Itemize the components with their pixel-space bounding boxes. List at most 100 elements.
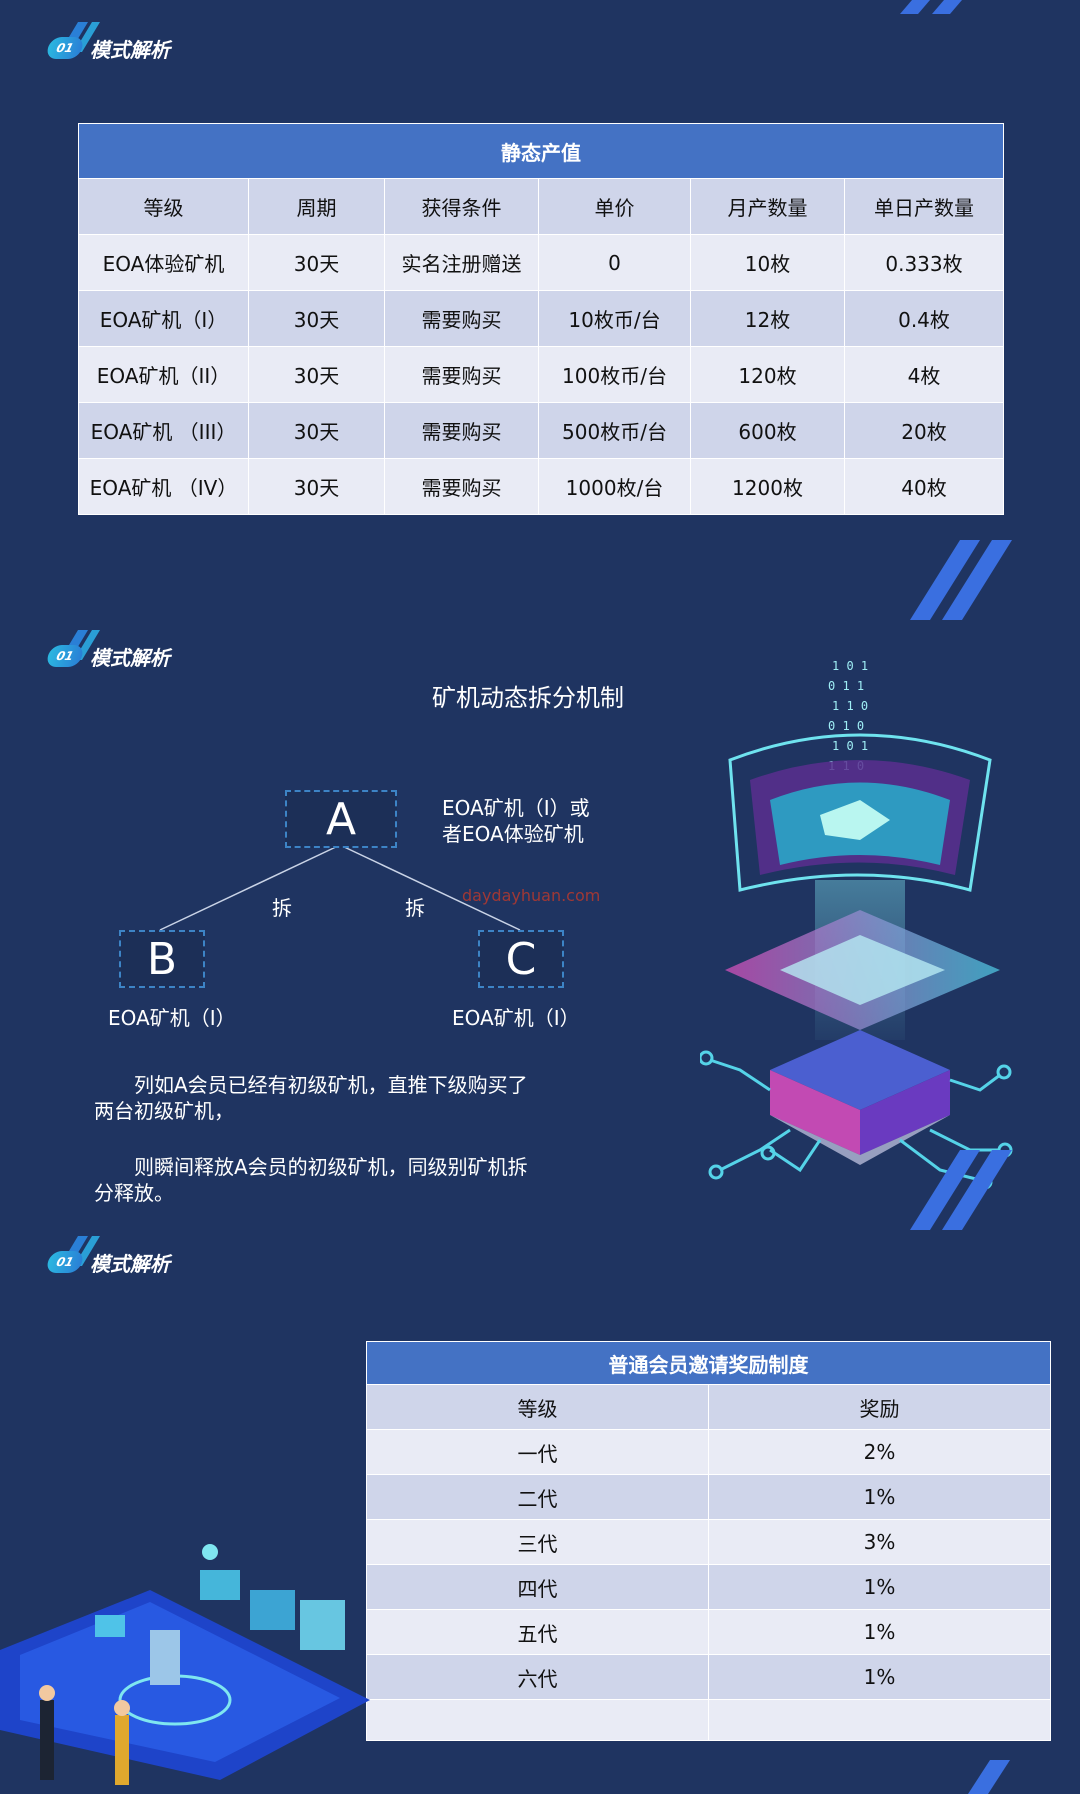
table-cell: 0.4枚 (844, 290, 1004, 347)
table-row: EOA矿机 （IV） 30天 需要购买 1000枚/台 1200枚 40枚 (78, 458, 1004, 515)
table-row-empty (366, 1699, 1051, 1741)
office-illustration (0, 1544, 370, 1785)
table-cell: 4枚 (844, 346, 1004, 403)
table-cell: 三代 (366, 1519, 709, 1565)
table-cell: 需要购买 (384, 346, 539, 403)
column-header: 获得条件 (384, 178, 539, 235)
split-label-left: 拆 (272, 896, 292, 920)
table-header-row: 等级 奖励 (366, 1384, 1051, 1430)
column-header: 单价 (538, 178, 691, 235)
table-cell: 30天 (248, 346, 385, 403)
table-row: 二代 1% (366, 1474, 1051, 1520)
table-cell (708, 1699, 1051, 1741)
table-row: 一代 2% (366, 1429, 1051, 1475)
node-a-note: EOA矿机（I）或 (442, 796, 590, 820)
invite-reward-table: 普通会员邀请奖励制度 等级 奖励 一代 2% 二代 1% 三代 3% 四代 1%… (366, 1341, 1051, 1741)
table-row: 四代 1% (366, 1564, 1051, 1610)
table-cell: 1% (708, 1609, 1051, 1655)
table-cell: 需要购买 (384, 402, 539, 459)
column-header: 等级 (78, 178, 249, 235)
table-cell: 1% (708, 1654, 1051, 1700)
table-cell: 40枚 (844, 458, 1004, 515)
table-cell: 12枚 (690, 290, 845, 347)
decor-stripes-bottom (968, 1760, 1010, 1794)
table-cell: 一代 (366, 1429, 709, 1475)
explanation-paragraph: 列如A会员已经有初级矿机，直推下级购买了 两台初级矿机， (94, 1072, 614, 1124)
table-cell: 500枚币/台 (538, 402, 691, 459)
node-c-label: EOA矿机（I） (452, 1006, 580, 1030)
mining-chip-illustration: 1 0 10 1 11 1 0 0 1 01 0 11 1 0 (700, 659, 1013, 1190)
table-cell: EOA体验矿机 (78, 234, 249, 291)
decor-stripes-mid (910, 540, 1012, 620)
table-cell: 120枚 (690, 346, 845, 403)
column-header: 周期 (248, 178, 385, 235)
table-row: 三代 3% (366, 1519, 1051, 1565)
node-a-note: 者EOA体验矿机 (442, 822, 584, 846)
section-title: 模式解析 (90, 37, 170, 62)
split-label-right: 拆 (405, 896, 425, 920)
explanation-paragraph: 则瞬间释放A会员的初级矿机，同级别矿机拆 分释放。 (94, 1154, 614, 1206)
table-cell: 1000枚/台 (538, 458, 691, 515)
node-b-label: EOA矿机（I） (108, 1006, 236, 1030)
table-cell: 600枚 (690, 402, 845, 459)
svg-text:0 1 0: 0 1 0 (828, 719, 864, 733)
table-cell: 30天 (248, 290, 385, 347)
split-title: 矿机动态拆分机制 (432, 684, 624, 712)
paragraph-line: 分释放。 (94, 1181, 174, 1205)
paragraph-line: 两台初级矿机， (94, 1099, 234, 1123)
table-cell: 二代 (366, 1474, 709, 1520)
table-cell: 1200枚 (690, 458, 845, 515)
table-cell: 实名注册赠送 (384, 234, 539, 291)
section-title: 模式解析 (90, 645, 170, 670)
table-cell: 3% (708, 1519, 1051, 1565)
node-a: A (285, 790, 397, 848)
table-cell: 0.333枚 (844, 234, 1004, 291)
table-row: 六代 1% (366, 1654, 1051, 1700)
table-cell: 30天 (248, 402, 385, 459)
column-header: 月产数量 (690, 178, 845, 235)
table-cell: 需要购买 (384, 290, 539, 347)
column-header: 奖励 (708, 1384, 1051, 1430)
table-cell: 2% (708, 1429, 1051, 1475)
svg-text:1 1 0: 1 1 0 (832, 699, 868, 713)
table-cell: 30天 (248, 234, 385, 291)
table-row: EOA矿机（II） 30天 需要购买 100枚币/台 120枚 4枚 (78, 346, 1004, 403)
table-row: EOA矿机（I） 30天 需要购买 10枚币/台 12枚 0.4枚 (78, 290, 1004, 347)
table-cell: EOA矿机 （IV） (78, 458, 249, 515)
static-output-table: 静态产值 等级 周期 获得条件 单价 月产数量 单日产数量 EOA体验矿机 30… (78, 123, 1004, 515)
section-header: 01 模式解析 (45, 1236, 170, 1282)
table-cell: 1% (708, 1474, 1051, 1520)
table-cell: EOA矿机 （III） (78, 402, 249, 459)
table-cell: 20枚 (844, 402, 1004, 459)
table-cell: 六代 (366, 1654, 709, 1700)
section-title: 模式解析 (90, 1251, 170, 1276)
column-header: 单日产数量 (844, 178, 1004, 235)
svg-text:1 0 1: 1 0 1 (832, 659, 868, 673)
table-cell (366, 1699, 709, 1741)
decor-stripes-top (900, 0, 962, 14)
section-header: 01 模式解析 (45, 22, 170, 68)
table-cell: EOA矿机（I） (78, 290, 249, 347)
paragraph-line: 则瞬间释放A会员的初级矿机，同级别矿机拆 (134, 1155, 528, 1179)
table-cell: 1% (708, 1564, 1051, 1610)
section-header: 01 模式解析 (45, 630, 170, 676)
paragraph-line: 列如A会员已经有初级矿机，直推下级购买了 (134, 1073, 528, 1097)
table-cell: 10枚币/台 (538, 290, 691, 347)
table-cell: 100枚币/台 (538, 346, 691, 403)
node-b: B (119, 930, 205, 988)
svg-text:0 1 1: 0 1 1 (828, 679, 864, 693)
node-c: C (478, 930, 564, 988)
table-cell: EOA矿机（II） (78, 346, 249, 403)
table-cell: 四代 (366, 1564, 709, 1610)
svg-text:1 0 1: 1 0 1 (832, 739, 868, 753)
column-header: 等级 (366, 1384, 709, 1430)
table-cell: 五代 (366, 1609, 709, 1655)
table-caption: 静态产值 (78, 123, 1004, 179)
table-caption: 普通会员邀请奖励制度 (366, 1341, 1051, 1385)
table-cell: 需要购买 (384, 458, 539, 515)
table-row: 五代 1% (366, 1609, 1051, 1655)
table-header-row: 等级 周期 获得条件 单价 月产数量 单日产数量 (78, 178, 1004, 235)
table-cell: 0 (538, 234, 691, 291)
decor-stripes-lower (910, 1150, 1012, 1230)
